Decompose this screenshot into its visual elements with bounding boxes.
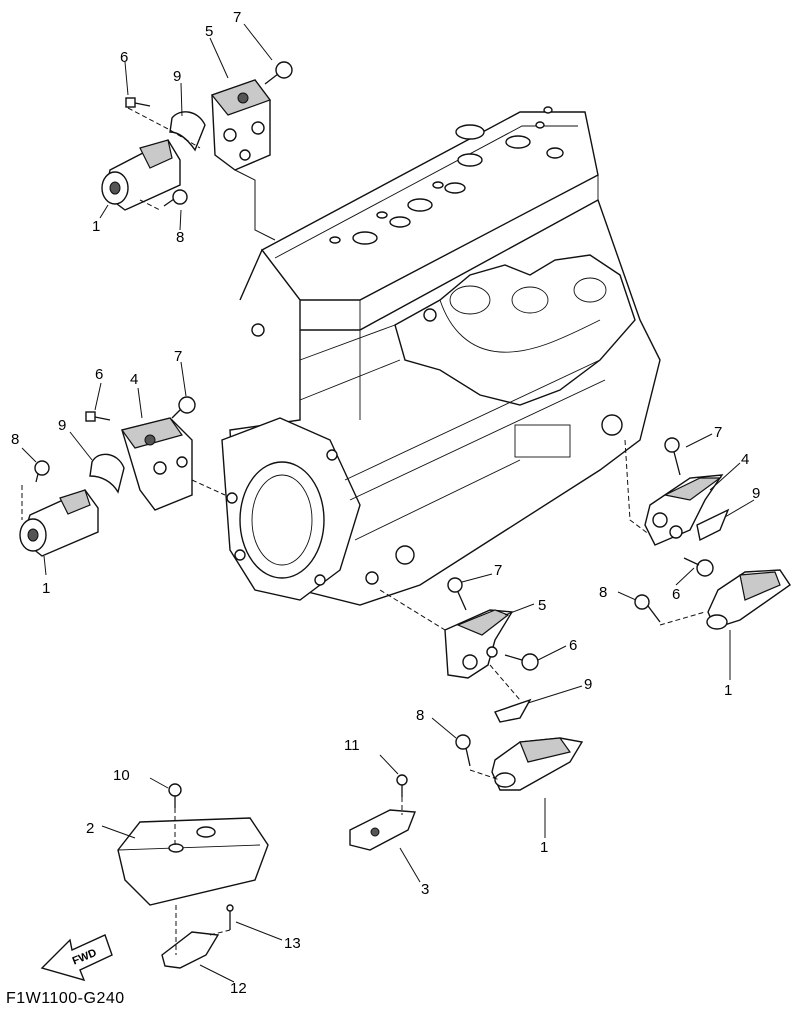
bolt-8-left: [34, 460, 50, 483]
callout-5: 5: [538, 597, 546, 614]
mount-group-front-upper: [99, 23, 293, 241]
exhaust-manifold: [394, 254, 636, 406]
callout-9: 9: [173, 68, 181, 85]
callout-7: 7: [494, 562, 502, 579]
callout-12: 12: [230, 980, 247, 997]
cover-2: [117, 817, 269, 906]
rivet-13: [226, 904, 234, 930]
bottom-parts: [101, 754, 421, 983]
bolt-7-center: [447, 577, 467, 611]
callout-10: 10: [113, 767, 130, 784]
callout-9: 9: [584, 676, 592, 693]
head-caps: [329, 106, 564, 245]
screw-11: [396, 774, 408, 815]
plate-12: [161, 905, 220, 969]
shim-9-center: [494, 698, 532, 723]
screw-10: [168, 783, 182, 845]
callout-labels: 7 5 6 9 8 1 6 4 7 8 9 1 7 4 9 8 6 1 7 5 …: [11, 9, 760, 997]
mount-group-front-lower: [19, 361, 226, 576]
callout-7: 7: [174, 348, 182, 365]
callout-8: 8: [416, 707, 424, 724]
bolt-7-left: [171, 396, 196, 419]
bolt-8-top: [163, 189, 188, 207]
callout-1: 1: [92, 218, 100, 235]
bolt-6-top: [125, 97, 151, 108]
callout-11: 11: [344, 737, 360, 754]
callout-2: 2: [86, 820, 94, 837]
diagram-code: F1W1100-G240: [6, 990, 125, 1007]
bolt-8-right: [634, 594, 661, 623]
bolt-6-center: [504, 653, 539, 671]
callout-7: 7: [233, 9, 241, 26]
fwd-arrow-icon: FWD: [40, 934, 113, 982]
callout-3: 3: [421, 881, 429, 898]
shim-9-right: [696, 508, 730, 542]
mount-group-rear-right: [617, 433, 791, 680]
callout-1: 1: [724, 682, 732, 699]
callout-8: 8: [11, 431, 19, 448]
shim-9-top: [169, 111, 206, 152]
callout-5: 5: [205, 23, 213, 40]
callout-8: 8: [599, 584, 607, 601]
block-3: [349, 809, 416, 851]
callout-6: 6: [672, 586, 680, 603]
callout-8: 8: [176, 229, 184, 246]
callout-6: 6: [95, 366, 103, 383]
callout-13: 13: [284, 935, 301, 952]
callout-6: 6: [120, 49, 128, 66]
callout-1: 1: [42, 580, 50, 597]
bolt-7-right: [664, 437, 681, 476]
callout-6: 6: [569, 637, 577, 654]
bolt-6-left: [85, 411, 111, 422]
callout-7: 7: [714, 424, 722, 441]
mount-group-rear-center: [379, 573, 584, 838]
bolt-8-center: [455, 734, 471, 767]
callout-4: 4: [130, 371, 138, 388]
bolt-7-top: [264, 61, 293, 85]
callout-9: 9: [58, 417, 66, 434]
callout-9: 9: [752, 485, 760, 502]
engine-block: [221, 106, 661, 606]
bolt-6-right: [683, 557, 714, 577]
callout-4: 4: [741, 451, 749, 468]
flywheel-housing: [221, 417, 361, 601]
shim-9-left: [89, 453, 125, 494]
bracket-4-right: [644, 474, 724, 546]
callout-1: 1: [540, 839, 548, 856]
